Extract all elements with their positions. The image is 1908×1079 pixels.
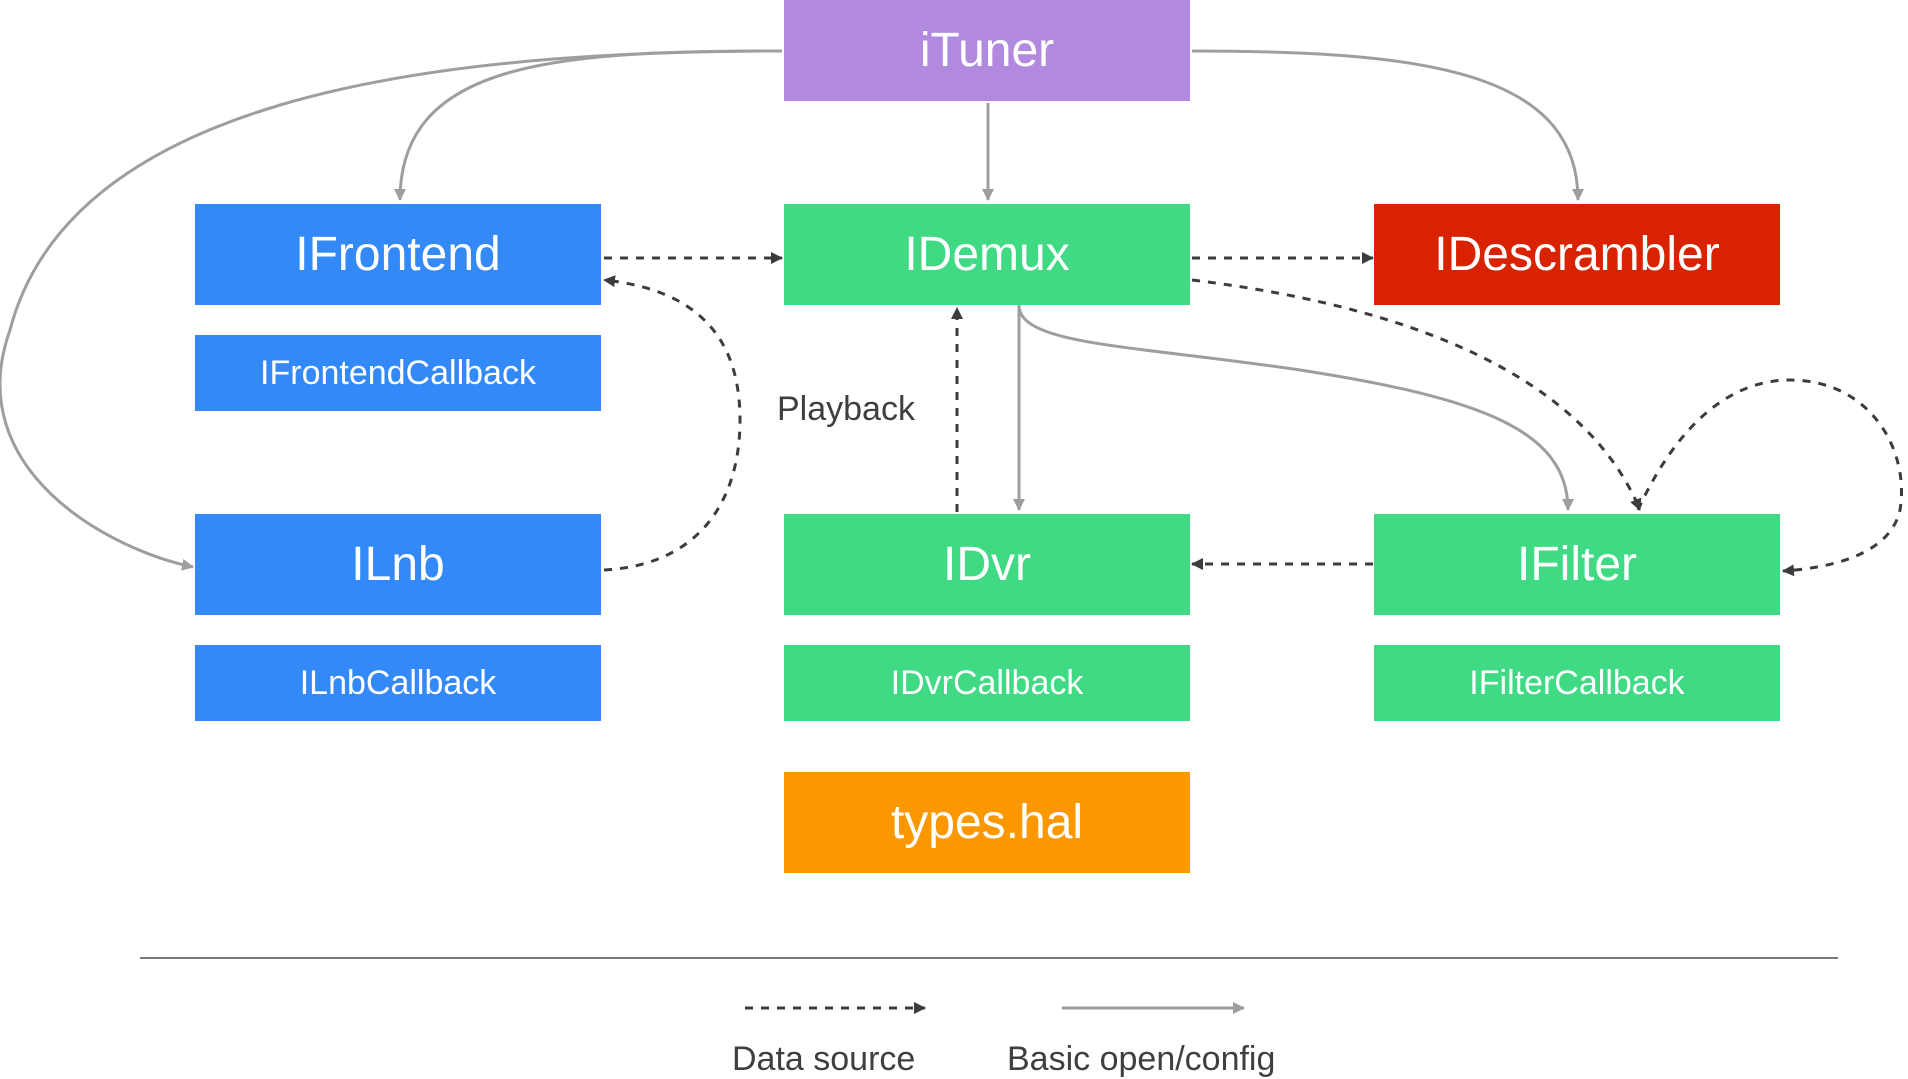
node-idescrambler: IDescrambler (1374, 204, 1780, 305)
arrow-idemux-to-ifilter (1017, 304, 1574, 511)
arrow-ituner-to-idescrambler (1191, 49, 1584, 201)
legend-label-data-source: Data source (732, 1040, 916, 1078)
arrow-idemux-to-ifilter (1191, 278, 1642, 511)
arrow-ifilter-self-loop (1636, 378, 1903, 577)
node-idvr-callback: IDvrCallback (784, 645, 1190, 721)
node-ifrontend: IFrontend (195, 204, 601, 305)
legend-label-basic-open-config: Basic open/config (1007, 1040, 1276, 1078)
node-ituner: iTuner (784, 0, 1190, 101)
node-types-hal: types.hal (784, 772, 1190, 873)
edge-label-playback: Playback (777, 390, 915, 428)
arrow-ilnb-to-ifrontend (603, 275, 742, 572)
node-ilnb: ILnb (195, 514, 601, 615)
node-ifilter-callback: IFilterCallback (1374, 645, 1780, 721)
arrow-ituner-to-ilnb (0, 49, 783, 571)
arrow-ituner-to-ifrontend (394, 49, 783, 201)
node-idemux: IDemux (784, 204, 1190, 305)
node-ifilter: IFilter (1374, 514, 1780, 615)
node-idvr: IDvr (784, 514, 1190, 615)
node-ilnb-callback: ILnbCallback (195, 645, 601, 721)
node-ifrontend-callback: IFrontendCallback (195, 335, 601, 411)
